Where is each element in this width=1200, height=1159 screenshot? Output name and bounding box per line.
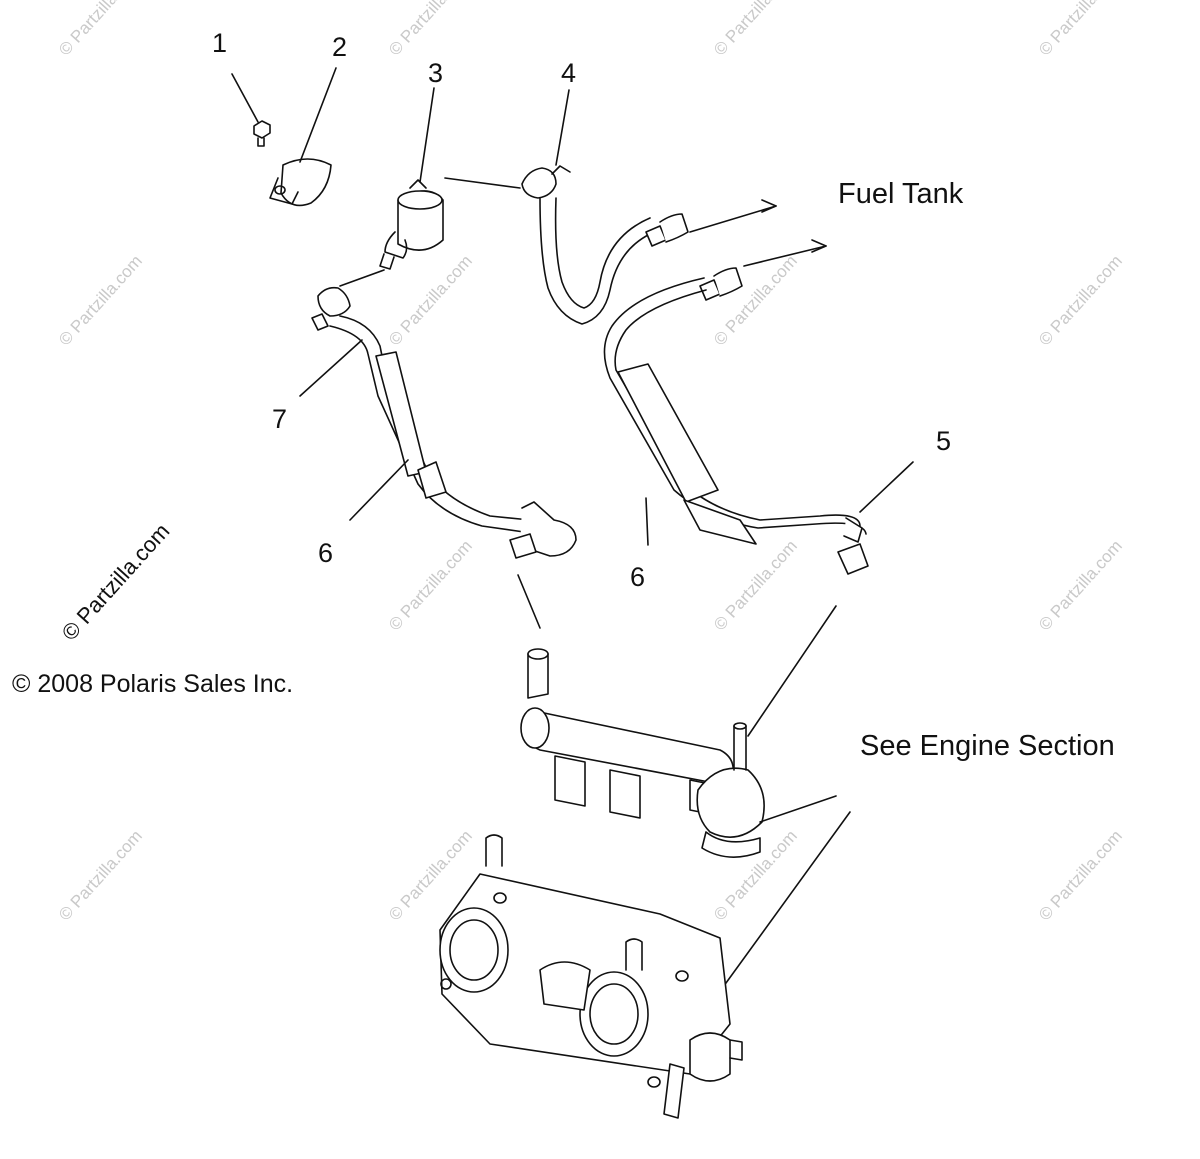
callout-7: 7 bbox=[272, 404, 288, 434]
hose-part-5 bbox=[603, 239, 914, 575]
fuel-tank-note: Fuel Tank bbox=[838, 178, 964, 210]
callout-1: 1 bbox=[212, 28, 228, 58]
hose-part-4 bbox=[521, 89, 777, 325]
callout-2: 2 bbox=[332, 32, 348, 62]
hose-part-7 bbox=[299, 286, 577, 559]
callout-6-left: 6 bbox=[318, 538, 334, 568]
callout-5: 5 bbox=[936, 426, 952, 456]
clamp-part bbox=[269, 67, 337, 207]
callout-4: 4 bbox=[561, 58, 577, 88]
callout-3: 3 bbox=[428, 58, 444, 88]
copyright-text: © 2008 Polaris Sales Inc. bbox=[12, 670, 294, 698]
engine-section-note: See Engine Section bbox=[860, 730, 1115, 762]
screw-part bbox=[231, 73, 271, 147]
fuel-filter-part bbox=[339, 87, 521, 287]
fuel-rail-part bbox=[517, 574, 837, 858]
callout-6-right: 6 bbox=[630, 562, 646, 592]
throttle-body-part bbox=[439, 811, 851, 1119]
